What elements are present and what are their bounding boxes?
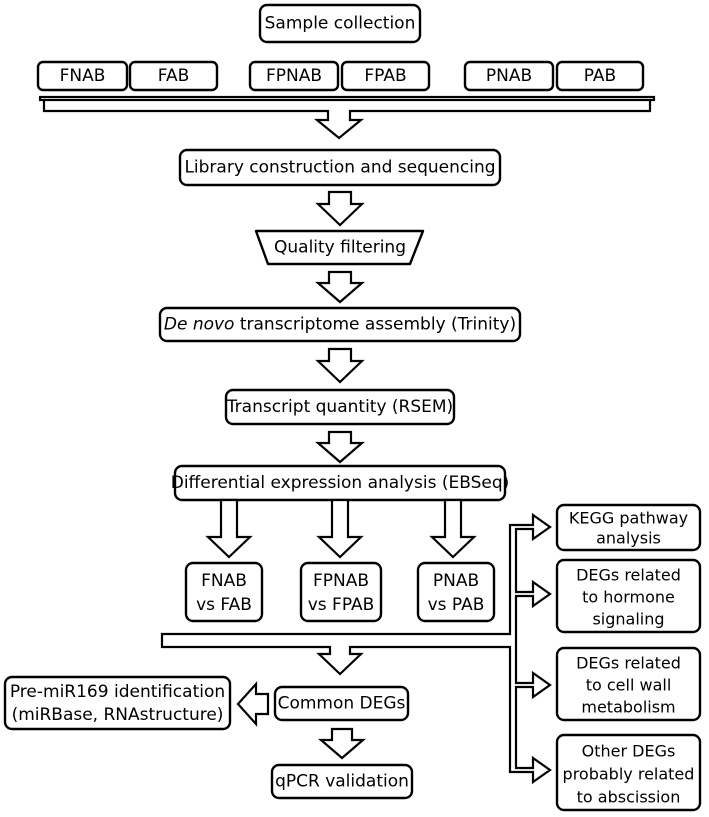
left-arrow-premir	[236, 681, 270, 727]
kegg-line2: analysis	[596, 529, 661, 548]
quality-label: Quality filtering	[274, 238, 406, 258]
sample-group-fpnab: FPNAB	[248, 60, 340, 92]
assembly-node: De novo transcriptome assembly (Trinity)	[158, 306, 522, 343]
qpcr-label: qPCR validation	[275, 772, 409, 792]
other-degs-node: Other DEGs probably related to abscissio…	[555, 733, 702, 812]
down-arrow-4	[315, 430, 365, 464]
down-arrow-cmp1	[205, 498, 253, 559]
sample-group-fab: FAB	[128, 60, 219, 92]
analysis-branch-connector	[160, 512, 552, 785]
hormone-node: DEGs related to hormone signaling	[555, 558, 702, 634]
fpab-label: FPAB	[364, 66, 406, 86]
cmp3-line1: PNAB	[433, 571, 479, 591]
cellwall-line2: to cell wall	[586, 676, 672, 695]
other-line3: to abscission	[577, 788, 681, 807]
hormone-line1: DEGs related	[576, 566, 681, 585]
sample-merge-bar-cap	[38, 95, 656, 102]
down-arrow-cmp2	[316, 498, 364, 559]
quality-filtering-node: Quality filtering	[254, 229, 425, 266]
down-arrow-2	[315, 270, 365, 304]
cmp2-line2: vs FPAB	[308, 595, 375, 615]
hormone-line3: signaling	[592, 610, 664, 629]
library-node: Library construction and sequencing	[178, 148, 502, 187]
cmp1-line1: FNAB	[201, 571, 247, 591]
sample-group-fpab: FPAB	[340, 60, 431, 92]
qpcr-node: qPCR validation	[270, 763, 414, 800]
assembly-label: De novo transcriptome assembly (Trinity)	[164, 315, 516, 335]
sample-collection-label: Sample collection	[265, 14, 416, 34]
premir-line1: Pre-miR169 identification	[10, 682, 225, 702]
cmp1-line2: vs FAB	[196, 595, 252, 615]
cellwall-line1: DEGs related	[576, 654, 681, 673]
differential-node: Differential expression analysis (EBSeq)	[171, 464, 510, 502]
pnab-label: PNAB	[486, 66, 532, 86]
other-line2: probably related	[563, 765, 695, 784]
cell-wall-node: DEGs related to cell wall metabolism	[555, 646, 702, 722]
cellwall-line3: metabolism	[581, 698, 675, 717]
cmp3-line2: vs PAB	[428, 595, 485, 615]
premir-node: Pre-miR169 identification (miRBase, RNAs…	[3, 675, 232, 731]
fnab-label: FNAB	[60, 66, 106, 86]
sample-merge-arrow	[42, 97, 652, 140]
premir-line2: (miRBase, RNAstructure)	[12, 705, 224, 725]
cmp2-line1: FPNAB	[313, 571, 369, 591]
sample-group-pnab: PNAB	[463, 60, 555, 92]
down-arrow-3	[315, 347, 365, 384]
comparison-fpnab-fpab: FPNAB vs FPAB	[299, 561, 383, 623]
down-arrow-cmp3	[429, 498, 477, 559]
fpnab-label: FPNAB	[266, 66, 322, 86]
sample-group-pab: PAB	[555, 60, 645, 92]
kegg-node: KEGG pathway analysis	[555, 503, 702, 552]
comparison-fnab-fab: FNAB vs FAB	[184, 561, 264, 623]
hormone-line2: to hormone	[582, 588, 675, 607]
common-degs-label: Common DEGs	[278, 694, 406, 714]
sample-collection-node: Sample collection	[258, 3, 422, 44]
differential-label: Differential expression analysis (EBSeq)	[171, 473, 510, 493]
comparison-pnab-pab: PNAB vs PAB	[416, 561, 496, 623]
sample-group-fnab: FNAB	[36, 60, 129, 92]
kegg-line1: KEGG pathway	[569, 509, 688, 528]
denovo-italic-text: De novo	[164, 315, 235, 335]
pab-label: PAB	[584, 66, 616, 86]
assembly-rest-text: transcriptome assembly (Trinity)	[234, 315, 516, 335]
library-label: Library construction and sequencing	[184, 158, 495, 178]
down-arrow-qpcr	[318, 727, 366, 760]
transcript-quantity-label: Transcript quantity (RSEM)	[226, 397, 453, 417]
down-arrow-1	[315, 190, 365, 227]
other-line1: Other DEGs	[582, 742, 676, 761]
common-degs-node: Common DEGs	[273, 685, 410, 722]
fab-label: FAB	[158, 66, 190, 86]
transcript-quantity-node: Transcript quantity (RSEM)	[224, 388, 456, 426]
